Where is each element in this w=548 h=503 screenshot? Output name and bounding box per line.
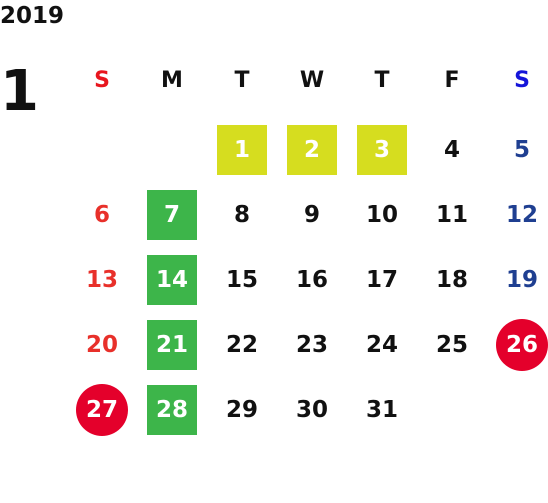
day-number: 2 [287, 125, 337, 175]
day-number: 13 [85, 267, 118, 293]
day-number: 23 [295, 332, 328, 358]
day-cell-20[interactable]: 20 [67, 317, 137, 373]
day-number: 19 [505, 267, 538, 293]
day-number: 6 [93, 202, 110, 228]
day-number: 4 [443, 137, 460, 163]
day-cell-2[interactable]: 2 [277, 122, 347, 178]
day-number: 1 [217, 125, 267, 175]
day-number: 24 [365, 332, 398, 358]
day-cell-10[interactable]: 10 [347, 187, 417, 243]
day-cell-8[interactable]: 8 [207, 187, 277, 243]
day-number: 31 [365, 397, 398, 423]
day-cell-26[interactable]: 26 [487, 317, 548, 373]
day-number: 14 [147, 255, 197, 305]
day-number: 11 [435, 202, 468, 228]
day-number: 9 [303, 202, 320, 228]
day-cell-29[interactable]: 29 [207, 382, 277, 438]
day-number: 16 [295, 267, 328, 293]
day-cell-28[interactable]: 28 [137, 382, 207, 438]
day-cell-5[interactable]: 5 [487, 122, 548, 178]
day-cell-13[interactable]: 13 [67, 252, 137, 308]
day-number: 22 [225, 332, 258, 358]
month-number: 1 [0, 59, 39, 124]
day-number: 28 [147, 385, 197, 435]
day-cell-21[interactable]: 21 [137, 317, 207, 373]
day-cell-12[interactable]: 12 [487, 187, 548, 243]
weekday-sunday: S [94, 68, 110, 93]
day-number: 17 [365, 267, 398, 293]
day-number: 25 [435, 332, 468, 358]
day-cell-16[interactable]: 16 [277, 252, 347, 308]
day-cell-6[interactable]: 6 [67, 187, 137, 243]
day-number: 12 [505, 202, 538, 228]
weekday-thursday: T [374, 68, 390, 93]
weekday-saturday: S [514, 68, 530, 93]
weekday-wednesday: W [299, 68, 325, 93]
weekday-friday: F [444, 68, 460, 93]
day-cell-15[interactable]: 15 [207, 252, 277, 308]
day-number: 27 [76, 384, 128, 436]
day-cell-24[interactable]: 24 [347, 317, 417, 373]
day-number: 20 [85, 332, 118, 358]
day-number: 18 [435, 267, 468, 293]
day-cell-9[interactable]: 9 [277, 187, 347, 243]
day-cell-3[interactable]: 3 [347, 122, 417, 178]
day-number: 21 [147, 320, 197, 370]
day-cell-30[interactable]: 30 [277, 382, 347, 438]
day-cell-22[interactable]: 22 [207, 317, 277, 373]
day-cell-23[interactable]: 23 [277, 317, 347, 373]
day-cell-18[interactable]: 18 [417, 252, 487, 308]
day-number: 8 [233, 202, 250, 228]
day-cell-4[interactable]: 4 [417, 122, 487, 178]
day-cell-17[interactable]: 17 [347, 252, 417, 308]
day-cell-25[interactable]: 25 [417, 317, 487, 373]
day-number: 7 [147, 190, 197, 240]
day-number: 29 [225, 397, 258, 423]
day-cell-27[interactable]: 27 [67, 382, 137, 438]
day-cell-14[interactable]: 14 [137, 252, 207, 308]
day-cell-7[interactable]: 7 [137, 187, 207, 243]
day-cell-31[interactable]: 31 [347, 382, 417, 438]
weekday-monday: M [161, 68, 183, 93]
day-number: 26 [496, 319, 548, 371]
day-cell-1[interactable]: 1 [207, 122, 277, 178]
weekday-tuesday: T [234, 68, 250, 93]
day-number: 5 [513, 137, 530, 163]
day-number: 15 [225, 267, 258, 293]
day-number: 3 [357, 125, 407, 175]
day-cell-19[interactable]: 19 [487, 252, 548, 308]
day-cell-11[interactable]: 11 [417, 187, 487, 243]
day-number: 30 [295, 397, 328, 423]
year-label: 2019 [0, 3, 65, 29]
day-number: 10 [365, 202, 398, 228]
